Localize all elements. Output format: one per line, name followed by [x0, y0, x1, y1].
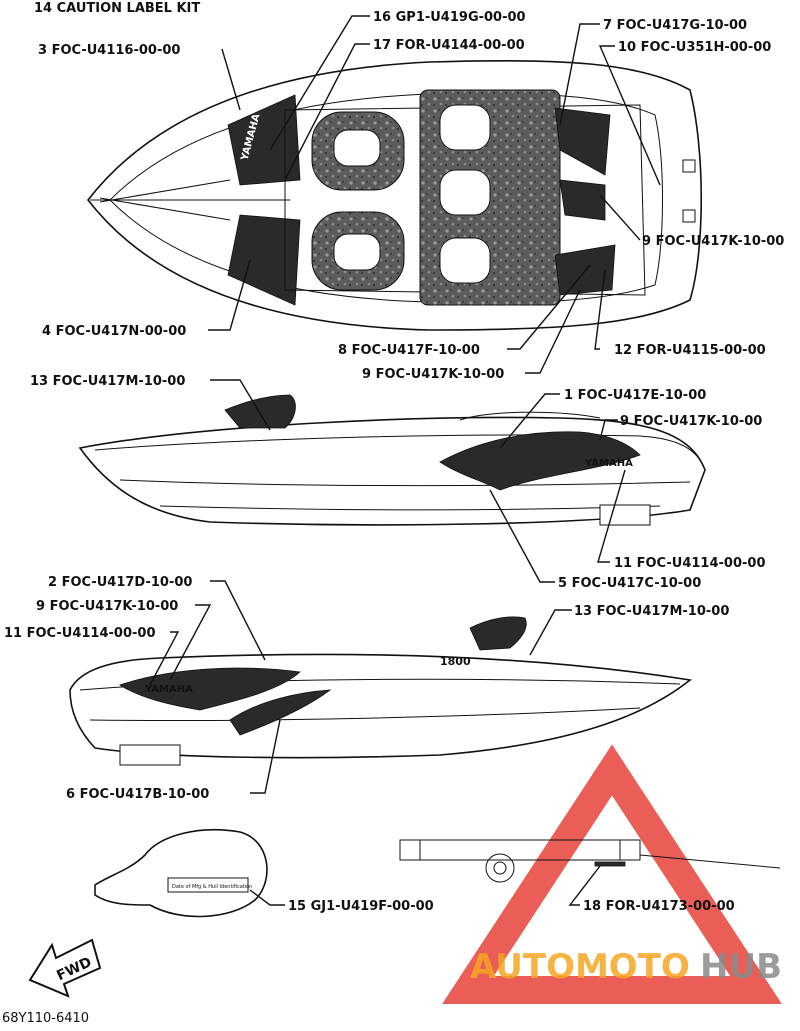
boat-top-view: YAMAHA — [86, 59, 702, 331]
side2-model-text: 1800 — [440, 655, 471, 668]
side2-yamaha-text: YAMAHA — [144, 684, 193, 695]
callout-11b: 11 FOC-U4114-00-00 — [4, 626, 156, 641]
boat-side-view-1: YAMAHA — [78, 394, 706, 526]
callout-3: 3 FOC-U4116-00-00 — [38, 43, 180, 58]
callout-4: 4 FOC-U417N-00-00 — [42, 324, 186, 339]
callout-17: 17 FOR-U4144-00-00 — [373, 38, 525, 53]
side1-yamaha-text: YAMAHA — [584, 458, 633, 469]
callout-13b: 13 FOC-U417M-10-00 — [574, 604, 729, 619]
callout-labels: 14 CAUTION LABEL KIT 16 GP1-U419G-00-00 … — [2, 1, 784, 1026]
callout-9c: 9 FOC-U417K-10-00 — [620, 414, 762, 429]
callout-2: 2 FOC-U417D-10-00 — [48, 575, 192, 590]
watermark-logo: AUTOMOTO HUB — [442, 744, 782, 1004]
callout-8: 8 FOC-U417F-10-00 — [338, 343, 480, 358]
trailer-diagram — [399, 839, 781, 883]
callout-10: 10 FOC-U351H-00-00 — [618, 40, 771, 55]
callout-7: 7 FOC-U417G-10-00 — [603, 18, 747, 33]
boat-side-view-2: YAMAHA 1800 — [69, 616, 692, 766]
fwd-arrow: FWD — [28, 938, 102, 998]
callout-13a: 13 FOC-U417M-10-00 — [30, 374, 185, 389]
callout-6: 6 FOC-U417B-10-00 — [66, 787, 209, 802]
callout-1: 1 FOC-U417E-10-00 — [564, 388, 706, 403]
callout-16: 16 GP1-U419G-00-00 — [373, 10, 526, 25]
callout-5: 5 FOC-U417C-10-00 — [558, 576, 701, 591]
sticker-15-text: Date of Mfg & Hull Identification — [172, 884, 252, 890]
watermark-text-auto: AUTOMOTO — [470, 947, 690, 987]
callout-9b: 9 FOC-U417K-10-00 — [362, 367, 504, 382]
callout-9d: 9 FOC-U417K-10-00 — [36, 599, 178, 614]
callout-11a: 11 FOC-U4114-00-00 — [614, 556, 766, 571]
callout-9a: 9 FOC-U417K-10-00 — [642, 234, 784, 249]
callout-12: 12 FOR-U4115-00-00 — [614, 343, 766, 358]
kit-title: 14 CAUTION LABEL KIT — [34, 1, 200, 16]
diagram-code: 68Y110-6410 — [2, 1011, 89, 1026]
callout-18: 18 FOR-U4173-00-00 — [583, 899, 735, 914]
watermark-text-hub: HUB — [700, 947, 782, 987]
callout-15: 15 GJ1-U419F-00-00 — [288, 899, 434, 914]
leader-lines — [149, 15, 661, 906]
sticker-15: Date of Mfg & Hull Identification — [94, 829, 268, 918]
